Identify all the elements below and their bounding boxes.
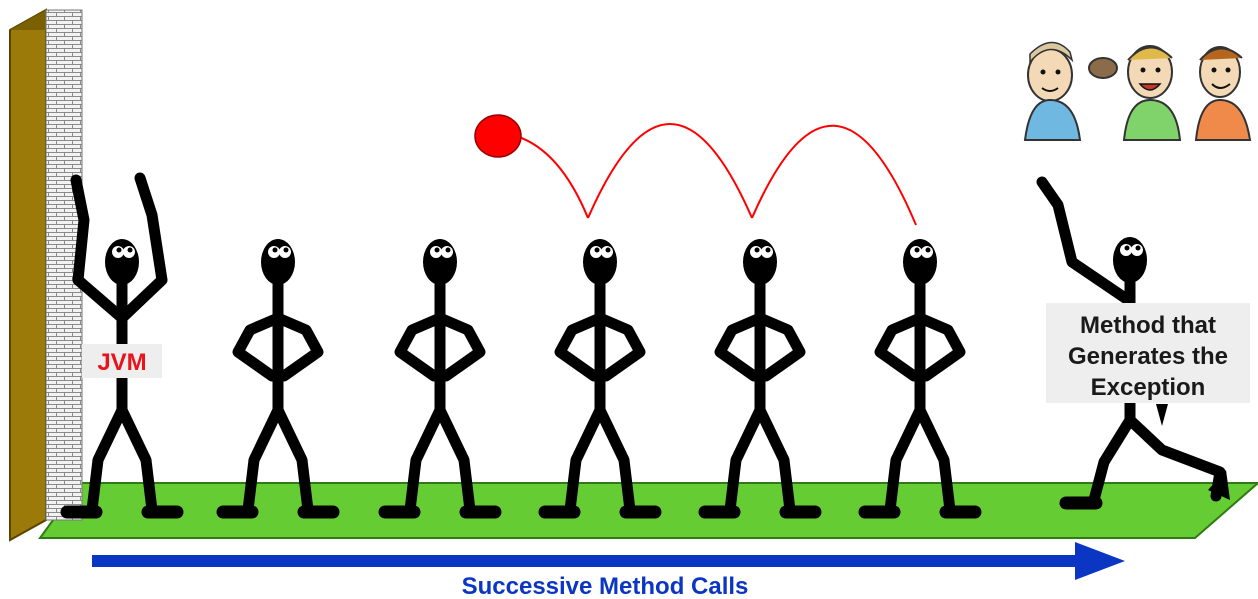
thrower-label-line-2: Generates the (1068, 343, 1228, 370)
stick-figure-caller-5 (858, 239, 982, 519)
ball-arc-2 (587, 123, 753, 219)
jvm-label-text: JVM (97, 349, 146, 376)
successive-method-calls-label: Successive Method Calls (462, 573, 749, 599)
stick-figure-caller-3 (538, 239, 662, 519)
stick-figure-caller-4 (698, 239, 822, 519)
bounce-arcs (515, 123, 917, 226)
thrower-label-line-3: Exception (1091, 374, 1206, 401)
thrower-label-line-1: Method that (1080, 312, 1216, 339)
stick-figure-caller-1 (216, 239, 340, 519)
arrow-icon (92, 542, 1125, 580)
thrower-label: Method that Generates the Exception (1046, 303, 1250, 403)
jvm-label: JVM (82, 344, 162, 378)
audience-icon (1016, 20, 1256, 141)
ball-arc-1 (515, 135, 589, 219)
stick-figure-jvm (60, 172, 184, 519)
brick-wall-icon (9, 8, 83, 542)
stick-figure-caller-2 (378, 239, 502, 519)
stick-figures (60, 172, 1230, 519)
ball-arc-3 (751, 124, 917, 226)
ball-icon (474, 114, 522, 158)
